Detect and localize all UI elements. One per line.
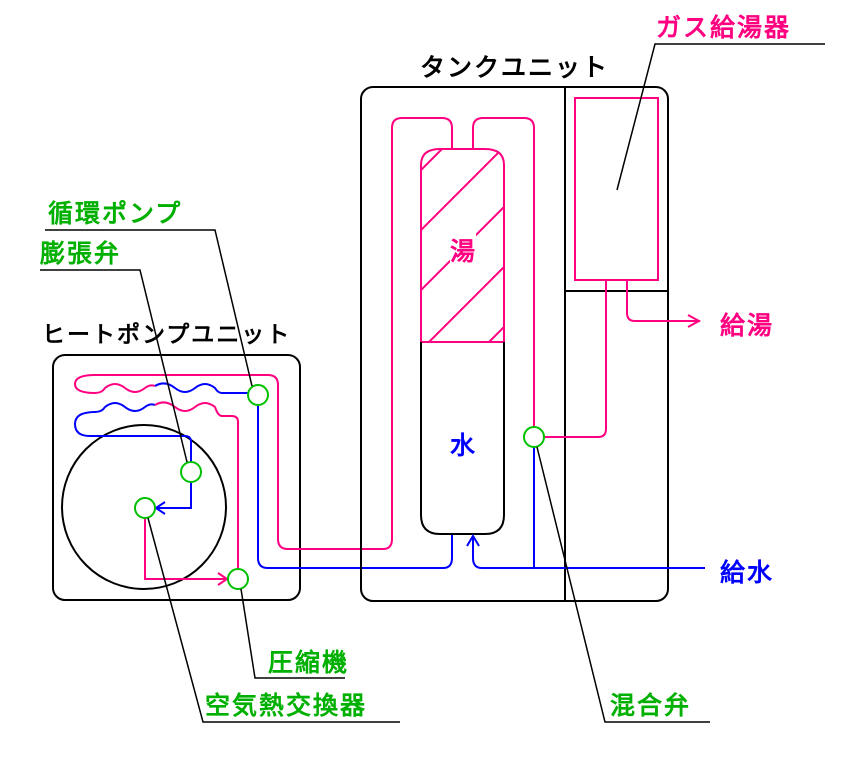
expansion-valve-symbol <box>180 461 202 483</box>
hot-water-supply-label: 給湯 <box>720 311 774 340</box>
air-heat-exchanger-label: 空気熱交換器 <box>205 691 367 720</box>
tank-unit-label: タンクユニット <box>420 53 609 82</box>
fan-circle <box>61 424 227 590</box>
circulation-pump-symbol <box>247 384 269 406</box>
water-supply-label: 給水 <box>720 558 774 587</box>
compressor-label: 圧縮機 <box>268 648 349 677</box>
heat-pump-unit-label: ヒートポンプユニット <box>42 321 291 348</box>
compressor-symbol <box>227 568 249 590</box>
hot-hatch <box>421 149 504 342</box>
water-label: 水 <box>450 431 477 460</box>
circulation-pump-label: 循環ポンプ <box>48 199 182 228</box>
heat-pump-unit <box>52 117 453 601</box>
hot-water-label: 湯 <box>450 237 477 266</box>
gas-heater-box <box>574 97 659 281</box>
gas-heater-label: ガス給湯器 <box>656 13 791 42</box>
expansion-valve-label: 膨張弁 <box>40 239 121 268</box>
mixing-valve-symbol <box>523 426 545 448</box>
mixing-valve-label: 混合弁 <box>610 691 691 720</box>
tank-unit <box>360 86 705 602</box>
air-heat-exchanger-symbol <box>134 497 156 519</box>
